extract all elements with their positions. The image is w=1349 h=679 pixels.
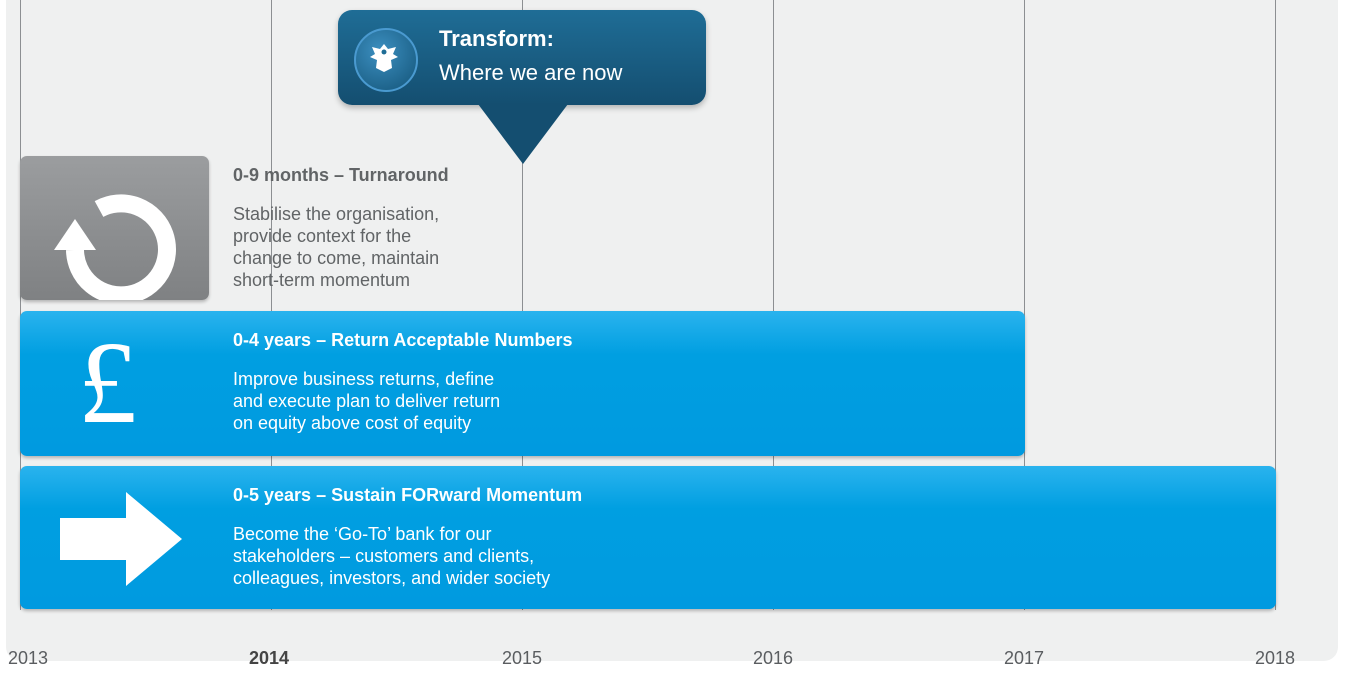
callout-pointer bbox=[478, 104, 568, 164]
turnaround-heading: 0-9 months – Turnaround bbox=[233, 165, 449, 185]
year-label-2013: 2013 bbox=[8, 648, 49, 668]
return-numbers-bar bbox=[20, 311, 1025, 456]
return-numbers-heading: 0-4 years – Return Acceptable Numbers bbox=[233, 330, 573, 350]
year-label-2018: 2018 bbox=[1255, 648, 1296, 668]
gridline-2016 bbox=[773, 0, 774, 610]
pound-icon: £ bbox=[78, 317, 137, 448]
callout-subtitle: Where we are now bbox=[439, 60, 623, 85]
forward-momentum-heading: 0-5 years – Sustain FORward Momentum bbox=[233, 485, 583, 505]
year-label-2014: 2014 bbox=[249, 648, 290, 668]
gridline-2013 bbox=[20, 0, 21, 610]
year-label-2015: 2015 bbox=[502, 648, 543, 668]
turnaround-icon-box bbox=[20, 156, 209, 305]
gridline-2015 bbox=[522, 0, 523, 610]
gridline-2017 bbox=[1024, 0, 1025, 610]
year-label-2016: 2016 bbox=[753, 648, 794, 668]
forward-momentum-bar bbox=[20, 466, 1276, 609]
right-arrow-icon bbox=[60, 492, 182, 586]
return-numbers-body: Improve business returns, define and exe… bbox=[233, 369, 501, 433]
callout-title: Transform: bbox=[439, 26, 554, 51]
eagle-logo-icon bbox=[354, 28, 418, 92]
year-label-2017: 2017 bbox=[1004, 648, 1045, 668]
turnaround-body: Stabilise the organisation, provide cont… bbox=[233, 204, 440, 290]
gridline-2014 bbox=[271, 0, 272, 610]
refresh-arrow-icon bbox=[54, 194, 176, 305]
forward-momentum-body: Become the ‘Go-To’ bank for our stakehol… bbox=[233, 524, 551, 588]
gridline-2018 bbox=[1275, 0, 1276, 610]
